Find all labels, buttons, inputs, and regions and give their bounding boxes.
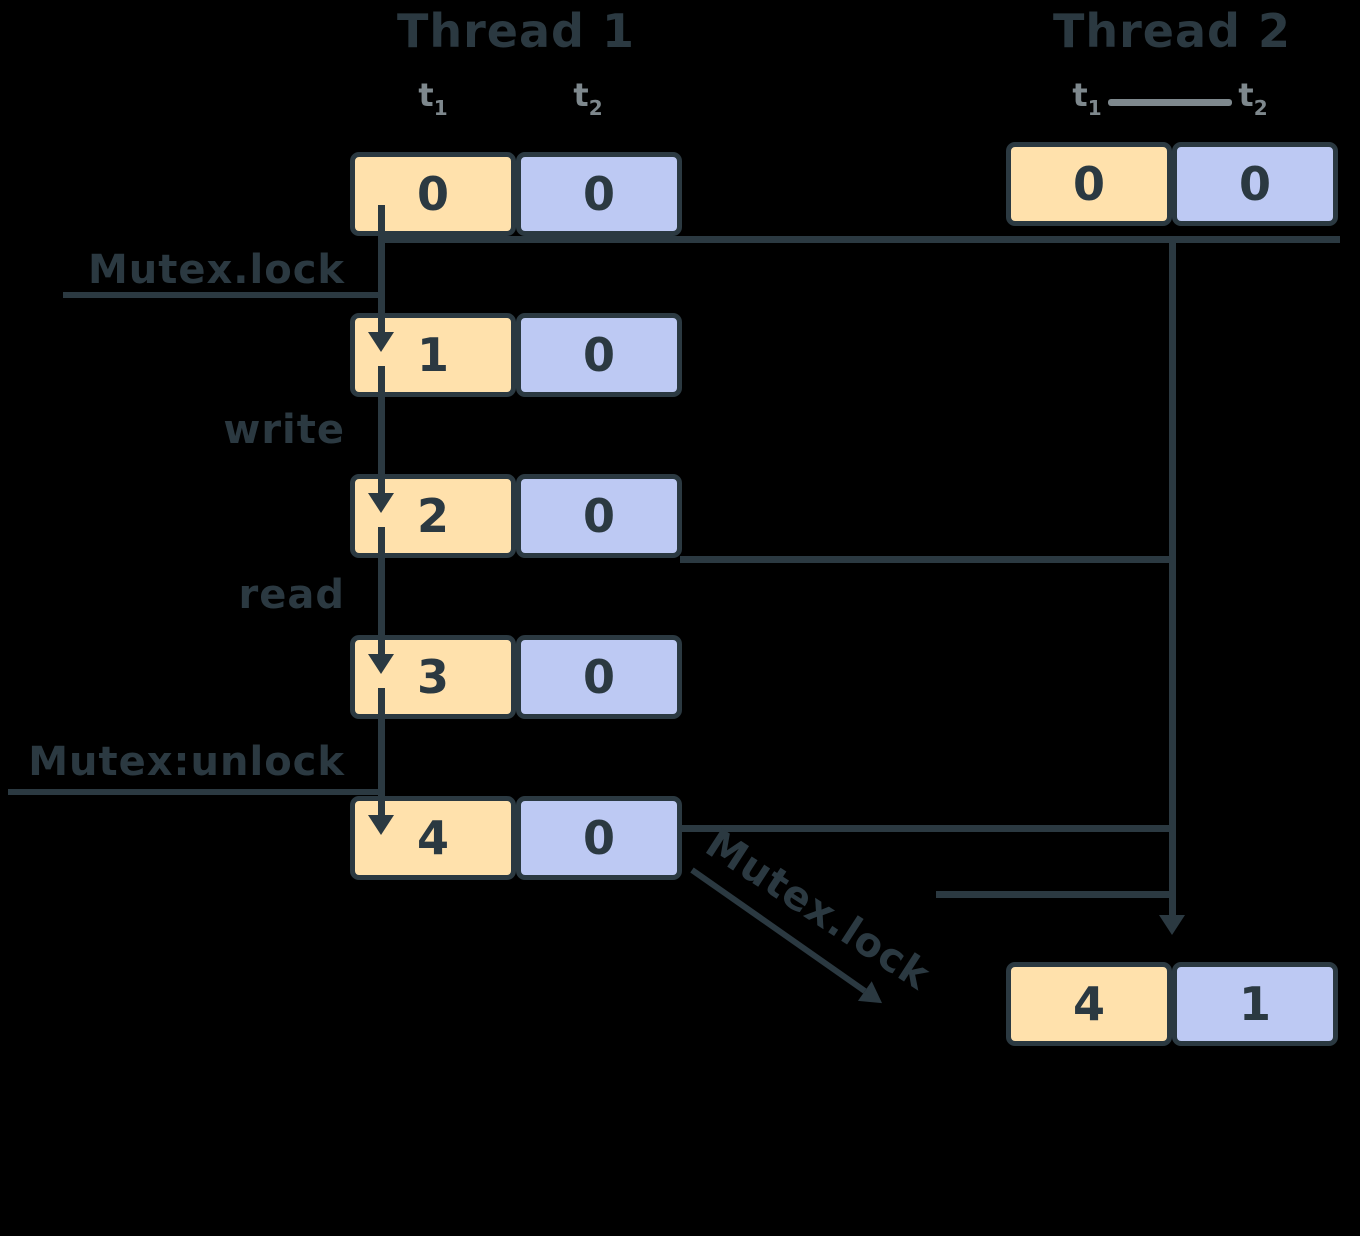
down-arrowhead-icon — [368, 332, 394, 352]
t1-sub: 1 — [1087, 96, 1102, 120]
clock-cell-t1: 4 — [1006, 962, 1172, 1046]
clock-value: 0 — [582, 167, 615, 221]
clock-value: 4 — [416, 811, 449, 865]
clock-cell-t2: 1 — [1172, 962, 1338, 1046]
thread2-state-row-0: 0 0 — [1006, 142, 1338, 226]
program-order-arrow-shaft — [378, 366, 385, 493]
thread2-state-row-1: 4 1 — [1006, 962, 1338, 1046]
clock-value: 0 — [1238, 157, 1271, 211]
clock-value: 0 — [582, 489, 615, 543]
clock-cell-t1: 0 — [350, 152, 516, 236]
thread1-state-row-3: 3 0 — [350, 635, 682, 719]
clock-cell-t2: 0 — [516, 635, 682, 719]
unlock-connector-line — [680, 825, 1176, 832]
clock-cell-t1: 0 — [1006, 142, 1172, 226]
thread1-title: Thread 1 — [397, 4, 635, 58]
t2-sub: 2 — [588, 96, 603, 120]
clock-cell-t2: 0 — [1172, 142, 1338, 226]
down-arrowhead-icon — [368, 493, 394, 513]
clock-value: 4 — [1072, 977, 1105, 1031]
program-order-arrow-shaft — [378, 527, 385, 654]
clock-value: 0 — [1072, 157, 1105, 211]
clock-cell-t2: 0 — [516, 152, 682, 236]
thread2-clock-label-t2: t2 — [1225, 72, 1281, 120]
down-arrowhead-icon — [368, 815, 394, 835]
op-label-mutex-unlock: Mutex:unlock — [28, 739, 345, 785]
op-label-read: read — [238, 572, 345, 618]
program-order-arrow-shaft — [378, 205, 385, 332]
lock-connector-line — [936, 891, 1176, 898]
clock-cell-t1: 3 — [350, 635, 516, 719]
down-arrowhead-icon — [368, 654, 394, 674]
t2-base: t — [573, 76, 589, 114]
t1-sub: 1 — [433, 96, 448, 120]
program-order-arrow-shaft — [378, 688, 385, 815]
thread2-sync-arrow-shaft — [1169, 236, 1176, 918]
thread1-state-row-2: 2 0 — [350, 474, 682, 558]
op-label-mutex-lock: Mutex.lock — [87, 247, 345, 293]
clock-value: 1 — [416, 328, 449, 382]
thread2-title: Thread 2 — [1053, 4, 1291, 58]
clock-cell-t1: 4 — [350, 796, 516, 880]
clock-value: 0 — [582, 328, 615, 382]
clock-value: 0 — [582, 811, 615, 865]
thread1-clock-label-t1: t1 — [405, 72, 461, 120]
clock-cell-t1: 1 — [350, 313, 516, 397]
clock-value: 0 — [582, 650, 615, 704]
clock-cell-t2: 0 — [516, 313, 682, 397]
clock-value: 3 — [416, 650, 449, 704]
clock-value: 0 — [416, 167, 449, 221]
thread1-state-row-4: 4 0 — [350, 796, 682, 880]
thread2-clock-label-t1: t1 — [1059, 72, 1115, 120]
thread1-state-row-1: 1 0 — [350, 313, 682, 397]
mutex-unlock-leader-line — [8, 789, 384, 795]
clock-cell-t2: 0 — [516, 474, 682, 558]
clock-cell-t2: 0 — [516, 796, 682, 880]
op-label-write: write — [223, 407, 345, 453]
down-arrowhead-icon — [1159, 915, 1185, 935]
thread1-clock-label-t2: t2 — [560, 72, 616, 120]
t1-base: t — [418, 76, 434, 114]
clock-value: 2 — [416, 489, 449, 543]
thread1-state-row-0: 0 0 — [350, 152, 682, 236]
t2-sub: 2 — [1253, 96, 1268, 120]
t2-base: t — [1238, 76, 1254, 114]
thread2-clock-connector-line — [1108, 99, 1232, 106]
initial-state-connector-line — [384, 236, 1340, 243]
t1-base: t — [1072, 76, 1088, 114]
mutex-lock-leader-line — [63, 292, 384, 298]
clock-cell-t1: 2 — [350, 474, 516, 558]
clock-value: 1 — [1238, 977, 1271, 1031]
write-connector-line — [680, 556, 1176, 563]
